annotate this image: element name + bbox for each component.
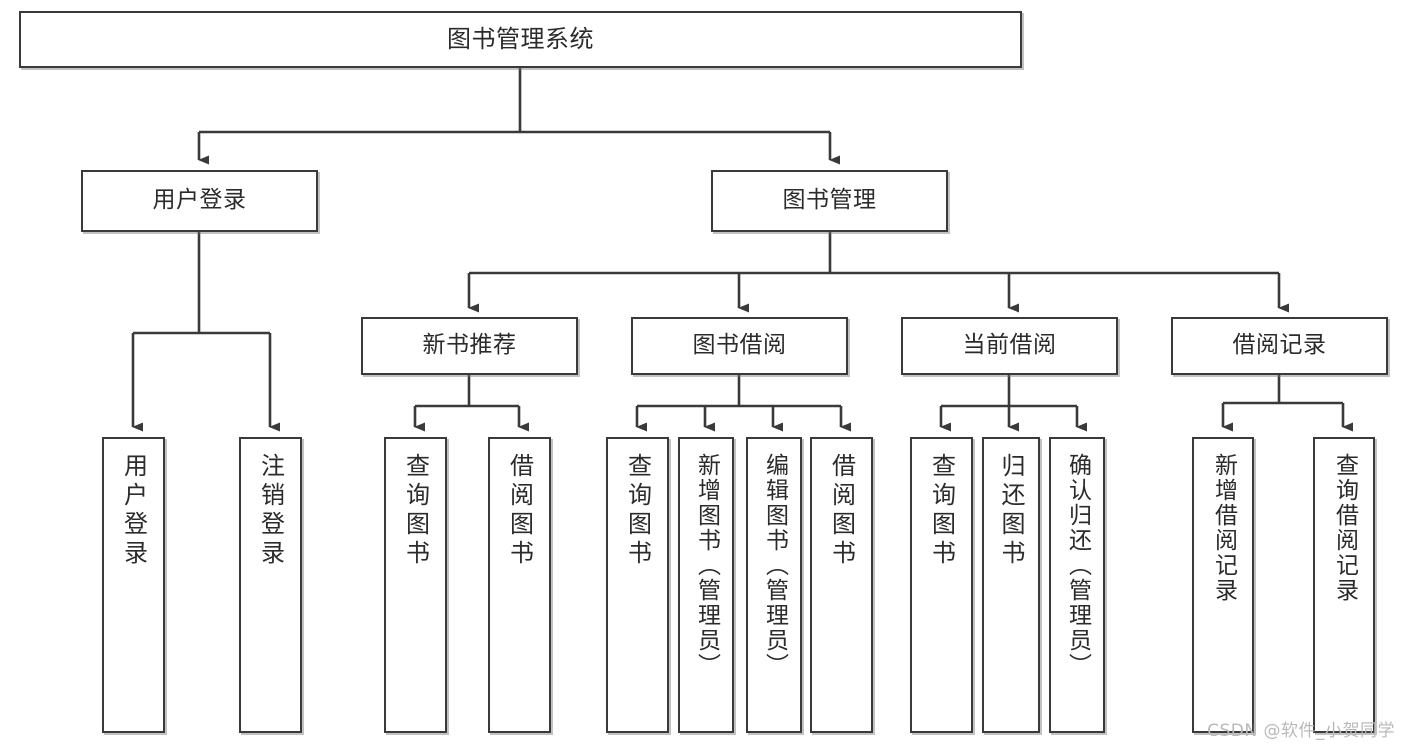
node-label: 用户登录 <box>152 187 247 214</box>
node-label: 查询图书 <box>927 453 956 569</box>
leaf-book-borrow-add-book-admin[interactable]: 新增图书（管理员） <box>678 437 734 733</box>
node-new-book-recommend[interactable]: 新书推荐 <box>361 317 578 375</box>
node-label: 查询借阅记录 <box>1331 453 1358 603</box>
leaf-borrow-record-query-record[interactable]: 查询借阅记录 <box>1313 437 1375 733</box>
node-user-login[interactable]: 用户登录 <box>81 170 318 232</box>
node-borrow-record[interactable]: 借阅记录 <box>1171 317 1388 375</box>
node-label: 借阅图书 <box>505 453 534 569</box>
leaf-current-borrow-query-book[interactable]: 查询图书 <box>910 437 973 733</box>
node-label: 查询图书 <box>401 453 430 569</box>
node-label: 图书管理 <box>782 187 877 214</box>
leaf-book-borrow-borrow-book[interactable]: 借阅图书 <box>810 437 873 733</box>
node-label: 用户登录 <box>119 453 148 569</box>
leaf-book-borrow-query-book[interactable]: 查询图书 <box>606 437 669 733</box>
node-label: 当前借阅 <box>962 332 1057 359</box>
node-root-library-system[interactable]: 图书管理系统 <box>19 11 1022 68</box>
leaf-new-books-borrow-book[interactable]: 借阅图书 <box>488 437 551 733</box>
node-label: 归还图书 <box>997 453 1025 569</box>
leaf-current-borrow-return-book[interactable]: 归还图书 <box>982 437 1040 733</box>
node-label: 新书推荐 <box>422 332 517 359</box>
node-book-borrow[interactable]: 图书借阅 <box>631 317 848 375</box>
leaf-current-borrow-confirm-return-admin[interactable]: 确认归还（管理员） <box>1049 437 1105 733</box>
leaf-new-books-query-book[interactable]: 查询图书 <box>384 437 447 733</box>
node-label: 注销登录 <box>256 453 285 569</box>
node-label: 借阅记录 <box>1232 332 1327 359</box>
leaf-user-login-signout[interactable]: 注销登录 <box>239 437 302 733</box>
node-label: 图书借阅 <box>692 332 787 359</box>
node-label: 借阅图书 <box>827 453 856 569</box>
node-label: 图书管理系统 <box>447 25 594 54</box>
leaf-book-borrow-edit-book-admin[interactable]: 编辑图书（管理员） <box>746 437 802 733</box>
node-label: 新增借阅记录 <box>1210 453 1237 603</box>
node-current-borrow[interactable]: 当前借阅 <box>901 317 1118 375</box>
csdn-watermark: CSDN @软件_小贺同学 <box>1207 721 1395 741</box>
node-label: 确认归还（管理员） <box>1064 453 1091 678</box>
node-label: 新增图书（管理员） <box>693 453 720 678</box>
node-label: 编辑图书（管理员） <box>761 453 788 678</box>
node-book-management[interactable]: 图书管理 <box>711 170 948 232</box>
node-label: 查询图书 <box>623 453 652 569</box>
leaf-user-login-signin[interactable]: 用户登录 <box>102 437 165 733</box>
leaf-borrow-record-add-record[interactable]: 新增借阅记录 <box>1192 437 1254 733</box>
